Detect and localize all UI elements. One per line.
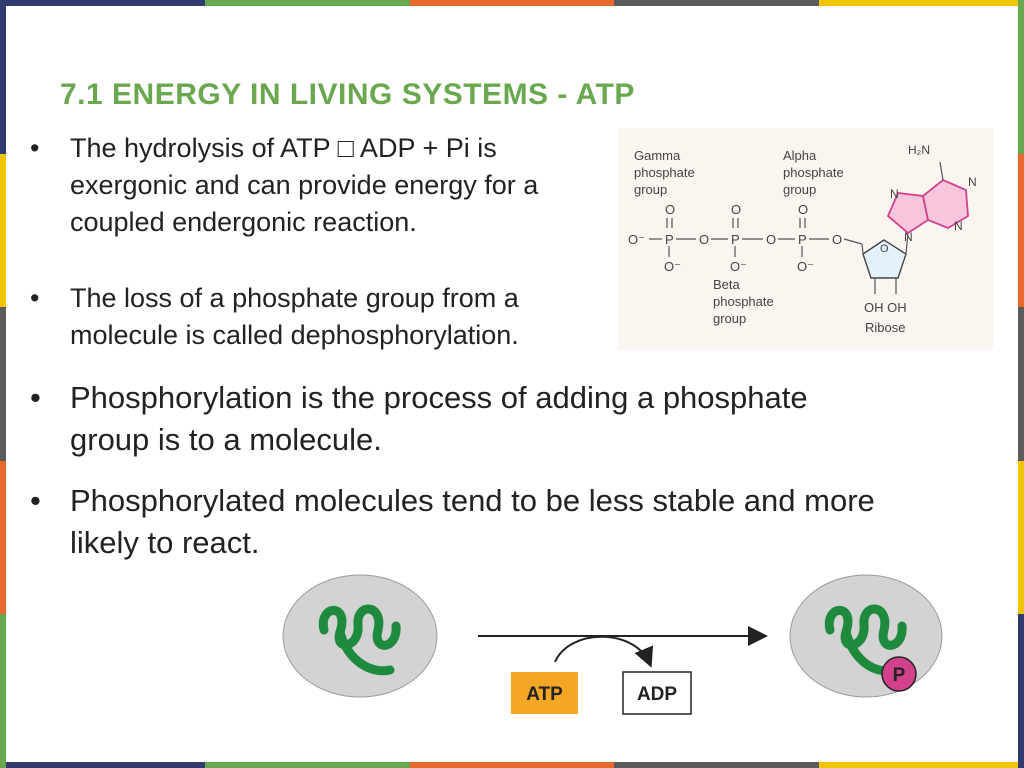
atom-n: N [968,175,977,189]
amine-bond [939,161,944,181]
adenine-imidazole-ring [886,192,930,235]
border-segment [0,153,6,308]
bullet-text: The loss of a phosphate group from a mol… [70,280,519,354]
atom-o-minus-bottom: O⁻ [730,259,747,274]
bullet-line: group is to a molecule. [70,422,382,457]
ribose-ring [862,239,907,279]
border-segment [0,0,6,154]
atom-p-alpha: P [798,232,807,247]
phosphate-marker-label: P [893,665,906,686]
bullet-line: The loss of a phosphate group from a [70,283,519,313]
border-segment [1018,307,1024,461]
top-border [0,0,1024,6]
bullet-text: The hydrolysis of ATP □ ADP + Pi is exer… [70,130,538,241]
atp-label: ATP [526,684,563,705]
phosphate-chain: O⁻ P O P O P O O O O O⁻ O⁻ O⁻ [628,202,842,274]
atom-n: N [890,187,899,201]
border-segment [819,762,1024,768]
border-segment [409,0,615,6]
border-segment [0,307,6,461]
atp-structure-diagram: Gamma phosphate group Alpha phosphate gr… [618,128,994,350]
border-segment [409,762,615,768]
protein-helix-icon [318,604,401,676]
bullet-marker: • [30,380,41,415]
bullet-line: Phosphorylated molecules tend to be less… [70,483,875,518]
ribose-oxygen: O [880,243,889,255]
alpha-phosphate-label: Alpha phosphate group [783,148,847,197]
atom-o-top: O [665,202,675,217]
border-segment [1018,153,1024,308]
atp-box [511,672,578,714]
atom-o-bridge: O [832,232,842,247]
border-segment [1018,614,1024,768]
adp-box [622,671,692,715]
border-segment [204,762,410,768]
bullet-line: The hydrolysis of ATP □ ADP + Pi is [70,133,497,163]
gamma-phosphate-label: Gamma phosphate group [634,148,698,197]
border-segment [0,762,205,768]
bullet-text: Phosphorylated molecules tend to be less… [70,480,875,564]
bullet-line: likely to react. [70,525,260,560]
bullet-marker: • [30,133,40,163]
adp-label: ADP [637,684,677,705]
border-segment [0,614,6,768]
slide-title: 7.1 ENERGY IN LIVING SYSTEMS - ATP [60,78,635,111]
atom-o-top: O [731,202,741,217]
atom-p-beta: P [731,232,740,247]
amine-label: H₂N [908,143,930,157]
atom-o-bridge: O [699,232,709,247]
bullet-marker: • [30,483,41,518]
border-segment [0,0,205,6]
phosphorylation-diagram: ATP ADP P [282,574,943,715]
atom-n: N [954,219,963,233]
ribose-label: Ribose [865,320,905,335]
border-segment [819,0,1024,6]
atom-o-minus-bottom: O⁻ [797,259,814,274]
border-segment [204,0,410,6]
bullet-text: Phosphorylation is the process of adding… [70,377,808,461]
atom-o-bridge: O [766,232,776,247]
border-segment [614,0,820,6]
chain-bonds [649,218,863,257]
atom-o-minus: O⁻ [628,232,645,247]
border-segment [1018,0,1024,154]
atom-o-top: O [798,202,808,217]
atom-n: N [904,230,913,244]
hydroxyl-label: OH OH [864,300,907,315]
beta-phosphate-label: Beta phosphate group [713,277,777,326]
ribose-bond [861,243,864,255]
border-segment [614,762,820,768]
bullet-line: Phosphorylation is the process of adding… [70,380,808,415]
energy-transfer-arrow [554,635,654,668]
atom-o-minus-bottom: O⁻ [664,259,681,274]
atom-p-gamma: P [665,232,674,247]
bullet-marker: • [30,283,40,313]
bullet-line: molecule is called dephosphorylation. [70,320,519,350]
border-segment [0,460,6,615]
bullet-line: coupled endergonic reaction. [70,207,417,237]
border-segment [1018,460,1024,615]
right-border [1018,0,1024,768]
phosphate-marker [881,656,917,692]
bottom-border [0,762,1024,768]
bullet-line: exergonic and can provide energy for a [70,170,539,200]
left-border [0,0,6,768]
ribose-bond [905,232,909,255]
